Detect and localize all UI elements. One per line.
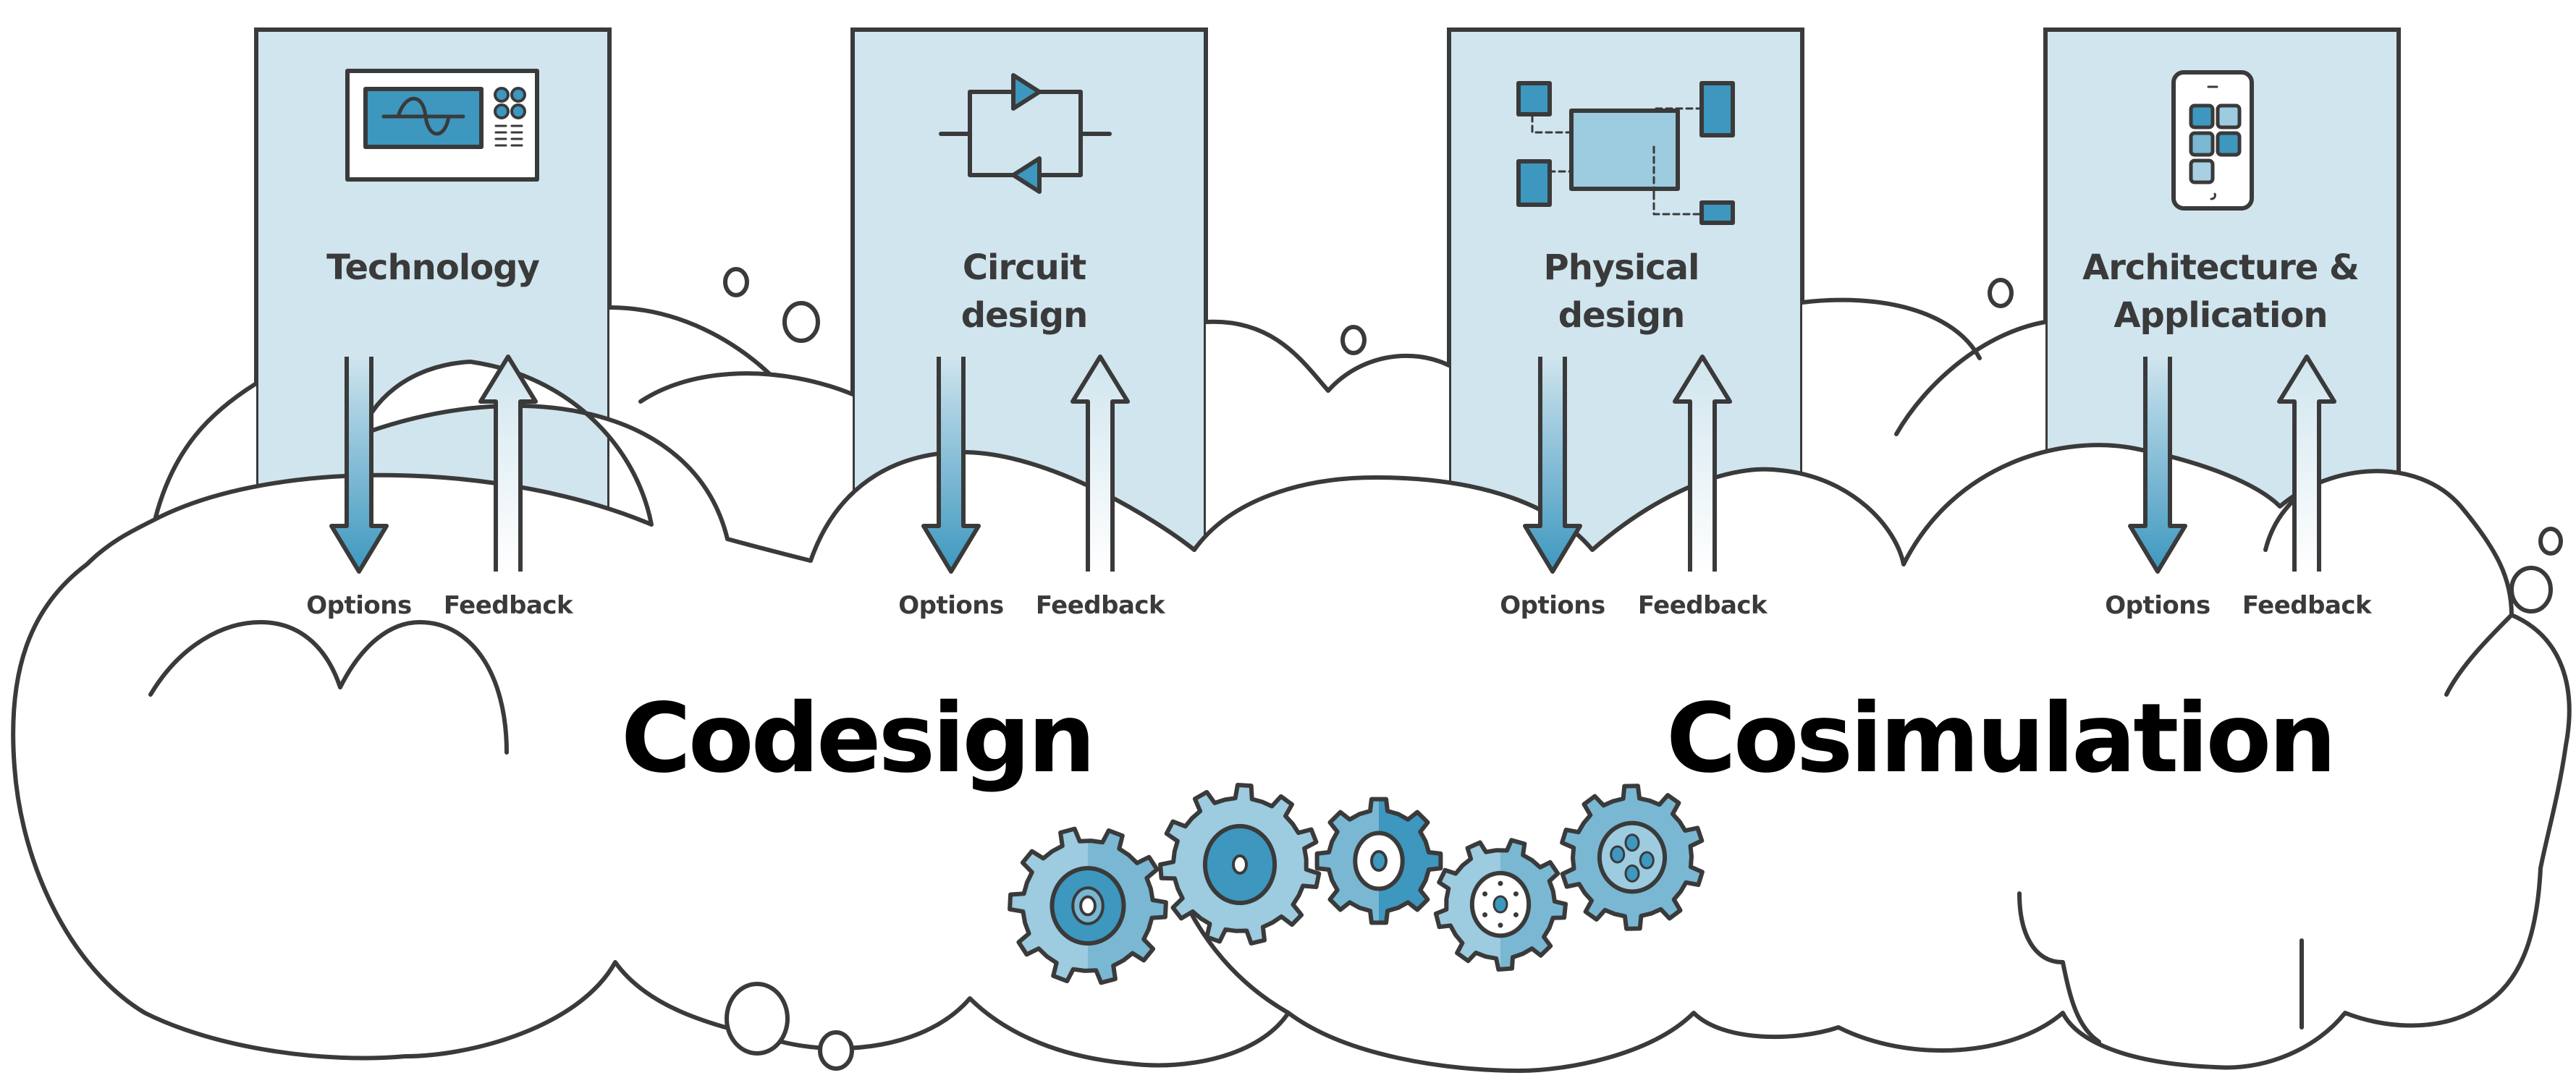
arrow-labels: Options Feedback Options Feedback Option… — [306, 591, 2373, 620]
feedback-label: Feedback — [444, 591, 574, 620]
cloud-bump-outline — [1894, 320, 2048, 436]
thought-bubbles — [723, 267, 2563, 1071]
stage-title-physical-line2: design — [1558, 295, 1684, 336]
cloud-bump-outline — [1204, 319, 1451, 393]
feedback-label: Feedback — [1036, 591, 1166, 620]
feedback-arrow-up — [1070, 355, 1130, 572]
bubble — [1340, 325, 1367, 355]
stage-title-physical-line1: Physical — [1544, 247, 1699, 288]
smartphone-apps-icon — [2171, 70, 2254, 211]
cloud-bump-outline — [638, 371, 855, 404]
bubble — [818, 1030, 854, 1071]
cloud-inner-line — [148, 620, 509, 755]
stage-title-architecture-line1: Architecture & — [2082, 247, 2359, 288]
feedback-arrow-up — [2277, 355, 2336, 572]
arrows-layer — [329, 355, 2336, 574]
stage-titles: Technology Circuit design Physical desig… — [326, 247, 2360, 336]
oscilloscope-icon — [345, 69, 539, 182]
cloud-bump-outline — [153, 381, 258, 519]
cloud-inner-line — [2444, 613, 2514, 697]
stage-title-technology: Technology — [326, 247, 539, 288]
bubble — [723, 267, 749, 297]
options-arrow-down — [2128, 357, 2187, 574]
options-label: Options — [2105, 591, 2210, 620]
options-label: Options — [306, 591, 411, 620]
main-cloud — [11, 360, 2572, 1073]
stage-title-architecture-line2: Application — [2113, 295, 2327, 336]
cloud-body — [11, 360, 2572, 1073]
bubble — [2509, 566, 2553, 614]
feedback-arrow-up — [478, 355, 538, 572]
bubble — [1988, 278, 2014, 308]
options-label: Options — [1500, 591, 1605, 620]
circuit-feedback-loop-icon — [939, 73, 1112, 194]
chip-floorplan-icon — [1516, 81, 1735, 225]
bubble — [725, 982, 790, 1056]
codesign-title: Codesign — [621, 683, 1093, 794]
options-arrow-down — [921, 357, 981, 574]
stage-title-circuit-line2: design — [961, 295, 1087, 336]
cloud-bump-outline — [1800, 297, 1982, 360]
bubble — [782, 301, 820, 343]
options-arrow-down — [1523, 357, 1582, 574]
feedback-label: Feedback — [1638, 591, 1768, 620]
cosimulation-title: Cosimulation — [1666, 683, 2334, 794]
feedback-label: Feedback — [2242, 591, 2373, 620]
cloud-inner-line — [2017, 891, 2101, 1044]
stage-title-circuit-line1: Circuit — [963, 247, 1086, 288]
options-arrow-down — [329, 357, 389, 574]
options-label: Options — [898, 591, 1003, 620]
feedback-arrow-up — [1673, 355, 1732, 572]
bubble — [2538, 527, 2563, 556]
